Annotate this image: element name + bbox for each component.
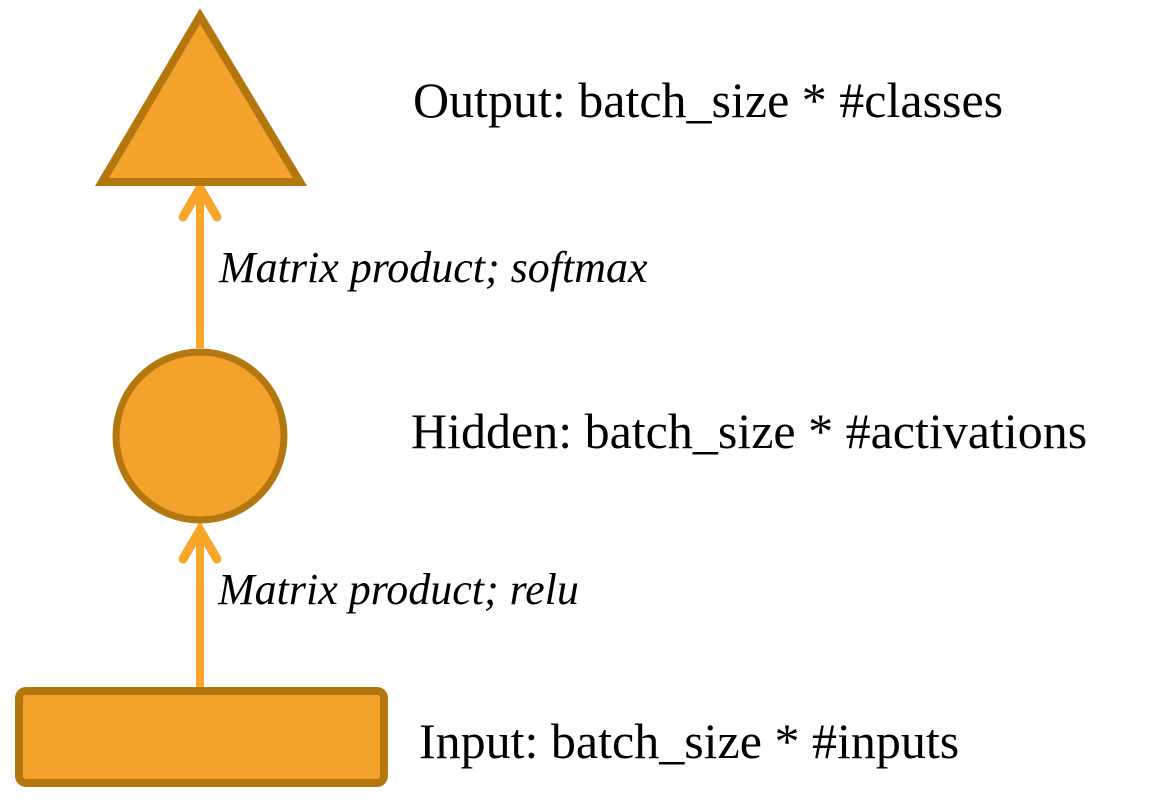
edge-input-to-hidden-arrowhead xyxy=(178,521,222,564)
hidden-node-label: Hidden: batch_size * #activations xyxy=(411,403,1088,459)
output-triangle-shape xyxy=(94,8,308,186)
input-node-label: Input: batch_size * #inputs xyxy=(419,713,960,769)
output-node-label: Output: batch_size * #classes xyxy=(413,72,1004,128)
edge-label-matrix-product-softmax: Matrix product; softmax xyxy=(219,243,648,292)
edge-label-matrix-product-relu: Matrix product; relu xyxy=(218,565,579,614)
hidden-circle-shape xyxy=(112,348,288,524)
edge-hidden-to-output-arrowhead xyxy=(178,179,222,222)
input-rectangle-shape xyxy=(15,687,388,787)
